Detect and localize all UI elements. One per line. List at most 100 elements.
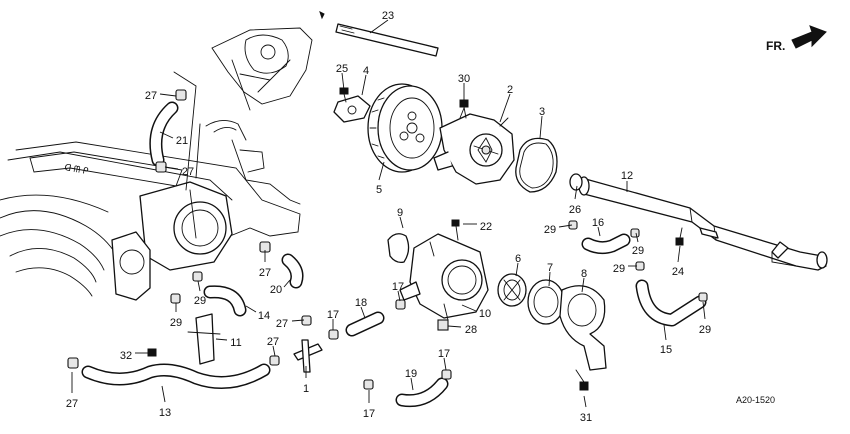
clamp-27-e [269,355,280,366]
callout-leader-c14 [245,305,257,313]
callout-label-c10: 10 [479,308,491,320]
callout-leader-c27e [272,345,276,357]
callout-label-c27d: 27 [276,318,288,330]
callout-label-c13: 13 [159,407,171,419]
callout-label-c29a: 29 [544,224,556,236]
callout-leader-c21 [159,131,174,139]
callout-leader-c4 [361,74,367,96]
callout-leader-c9 [399,216,404,229]
callout-label-c29c: 29 [613,263,625,275]
callout-leader-c26 [574,185,578,200]
callout-leader-c20 [283,279,291,288]
callout-leader-c7 [548,271,551,287]
callout-label-c30: 30 [458,73,470,85]
callout-label-c32: 32 [120,350,132,362]
bolt-31 [575,369,589,391]
water-pump-pulley-5 [367,83,443,173]
callout-leader-c28 [447,325,462,328]
sensor-28 [437,319,449,331]
callout-leader-c29d [197,280,201,292]
o-ring-26 [569,173,583,191]
bolt-22 [451,219,460,241]
callout-label-c17b: 17 [327,309,339,321]
callout-label-c2: 2 [507,84,513,96]
gasket-9 [387,233,410,264]
callout-label-c11: 11 [230,337,241,349]
callout-label-c21: 21 [176,135,188,147]
front-direction-indicator: FR. [766,25,827,53]
clamp-29-e [170,293,181,304]
callout-label-c27b: 27 [182,166,194,178]
callout-leader-c13 [161,385,166,403]
water-pump-2 [433,107,515,185]
clamp-29-hose16-a [568,220,578,230]
bolt-32 [147,348,157,357]
clamp-29-hose16-b [630,228,640,238]
callout-leader-c29f [702,301,706,320]
hose-16 [581,233,631,255]
callout-leader-c27d [291,319,305,322]
clamp-29-pipe [635,261,645,271]
callout-label-c17a: 17 [392,281,404,293]
callout-label-c29f: 29 [699,324,711,336]
engine-cover-lettering: ᗡ ᗰ ᑭ [64,162,90,176]
clamp-29-d [192,271,203,282]
front-direction-arrow-icon [791,25,827,49]
clamp-17-b [328,329,339,340]
clamp-17-d [363,379,374,390]
callout-label-c12: 12 [621,170,633,182]
callout-label-c8: 8 [581,268,587,280]
callout-leader-c6 [515,262,519,277]
callout-label-c31: 31 [580,412,592,424]
callout-label-c17d: 17 [363,408,375,420]
callout-label-c27e: 27 [267,336,279,348]
hose-14 [203,285,247,317]
callout-leader-c31 [583,395,587,408]
clamp-27-f [67,357,79,369]
hose-21 [149,101,179,167]
callout-leader-c27a [159,93,177,97]
callout-label-c9: 9 [397,207,403,219]
callout-label-c1: 1 [303,383,309,395]
callout-label-c19: 19 [405,368,417,380]
clamp-17-a [395,299,406,310]
water-pipe-12 [578,176,828,271]
callout-label-c16: 16 [592,217,604,229]
callout-leader-c18 [360,306,366,319]
callout-leader-c29b [635,232,639,243]
bolt-24 [675,227,684,246]
callout-leader-c17c [443,357,447,371]
callout-label-c4: 4 [363,65,369,77]
callout-label-c29b: 29 [632,245,644,257]
callout-label-c27a: 27 [145,90,157,102]
callout-label-c15: 15 [660,344,672,356]
thermostat-cover-8 [559,285,607,371]
callout-label-c25: 25 [336,63,348,75]
engine-block: ᗡ ᗰ ᑭ [0,27,313,301]
callout-leader-c19 [410,377,414,391]
clamp-17-c [441,369,452,380]
callout-leader-c17a [397,290,401,302]
callout-leader-c3 [539,115,543,139]
callout-label-c5: 5 [376,184,382,196]
callout-label-c24: 24 [672,266,684,278]
cover-plate-4 [333,95,371,123]
hose-20 [281,253,304,289]
callout-label-c23: 23 [382,10,394,22]
callout-label-c28: 28 [465,324,477,336]
tee-fitting-1 [293,339,323,373]
callout-label-c26: 26 [569,204,581,216]
callout-leader-c27b [164,166,179,170]
callout-label-c27f: 27 [66,398,78,410]
callout-leader-c16 [597,226,601,237]
front-direction-label: FR. [766,39,785,53]
callout-label-c3: 3 [539,106,545,118]
gasket-7 [527,279,565,325]
callout-leader-c29a [558,224,573,228]
callout-label-c18: 18 [355,297,367,309]
callout-label-c7: 7 [547,262,553,274]
hose-19 [395,377,449,408]
callout-leader-c25 [341,72,345,91]
hose-18 [345,311,385,337]
